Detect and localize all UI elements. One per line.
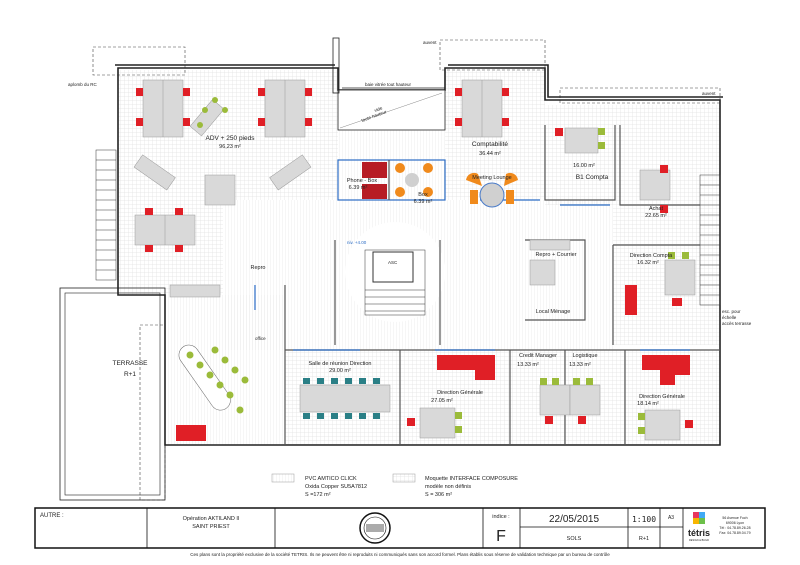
address-line-2: 69006 Lyon <box>726 521 744 525</box>
room-area-achat: 22.65 m² <box>645 213 667 219</box>
company-tagline: DESIGN & BUILD <box>689 539 709 542</box>
room-area-b1-compta: 16.00 m² <box>573 163 595 169</box>
meeting-lounge-furniture <box>395 163 518 208</box>
room-level-terrasse: R+1 <box>124 371 136 378</box>
legend-pvc-line1: PVC AMTICO CLICK <box>305 476 357 482</box>
room-area-adv: 96,23 m² <box>219 144 241 150</box>
indice-value: F <box>496 528 506 545</box>
address-line-4: Fax: 04.78.89.04.79 <box>719 531 750 535</box>
room-area-box: 6.39 m² <box>414 199 433 205</box>
annotation-aplomb: aplomb du RC <box>68 82 98 87</box>
room-label-direction-generale-2: Direction Générale <box>639 394 685 400</box>
drawing-date: 22/05/2015 <box>549 514 599 525</box>
legend-pvc-line3: S =172 m² <box>305 492 331 498</box>
room-label-terrasse: TERRASSE <box>112 360 148 367</box>
operation-name: Opération AKTILAND II <box>183 516 240 522</box>
room-label-phone-box: Phone - Box <box>347 178 378 184</box>
legend-moquette-line3: S = 306 m² <box>425 492 452 498</box>
green-chairs <box>186 97 689 434</box>
annotation-baie: baie vitrée tout hauteur <box>365 82 412 87</box>
desks <box>133 79 696 441</box>
room-area-logistique: 13.33 m² <box>569 362 591 368</box>
room-label-logistique: Logistique <box>572 353 597 359</box>
meeting-room-chairs <box>303 378 380 419</box>
red-chairs-and-storage <box>136 88 693 441</box>
room-area-comptabilite: 36.44 m² <box>479 151 501 157</box>
paper-format: A3 <box>668 515 674 521</box>
autre-label: AUTRE : <box>40 513 64 519</box>
room-label-achat: Achat <box>649 206 664 212</box>
address-line-3: Tél : 04.78.89.26.28 <box>719 526 750 530</box>
palladium-logo <box>359 512 391 544</box>
annotation-vide: vide <box>374 105 384 113</box>
room-label-comptabilite: Comptabilité <box>472 141 509 148</box>
room-area-direction-generale-1: 27.05 m² <box>431 398 453 404</box>
tetris-logo: tétris DESIGN & BUILD <box>688 512 710 542</box>
room-area-direction-generale-2: 18.14 m² <box>637 401 659 407</box>
room-label-b1-compta: B1 Compta <box>576 174 609 181</box>
annotation-esc-1: esc. pour <box>722 309 741 314</box>
room-label-direction-compta: Direction Compta <box>630 253 673 259</box>
annotation-esc-2: échelle <box>722 315 737 320</box>
room-label-credit-manager: Credit Manager <box>519 353 557 359</box>
room-labels: ADV + 250 pieds 96,23 m² Comptabilité 36… <box>112 135 684 407</box>
room-area-salle-reunion: 29.00 m² <box>329 368 351 374</box>
room-label-adv: ADV + 250 pieds <box>206 135 256 142</box>
annotation-niveau: niv. +4.00 <box>347 240 367 245</box>
operation-city: SAINT PRIEST <box>192 524 230 530</box>
legend-swatch-pvc <box>271 473 295 483</box>
room-label-direction-generale-1: Direction Générale <box>437 390 483 396</box>
disclaimer: Ces plans sont la propriété exclusive de… <box>190 552 610 557</box>
legend-swatch-moquette <box>392 473 416 483</box>
room-label-box: Box <box>418 192 428 198</box>
room-label-office: office <box>255 336 266 341</box>
legend-moquette-line1: Moquette INTERFACE COMPOSURE <box>425 476 518 482</box>
legend: PVC AMTICO CLICK Oxida Copper SU5A7812 S… <box>271 473 518 498</box>
legend-moquette-line2: modèle non définis <box>425 484 471 490</box>
company-name: tétris <box>688 528 710 538</box>
sheet-name: SOLS <box>567 536 582 542</box>
stairs <box>95 149 721 316</box>
room-label-repro: Repro <box>251 265 266 271</box>
address-line-1: 56 Avenue Foch <box>722 516 747 520</box>
room-area-phone-box: 6.39 m² <box>349 185 368 191</box>
building-walls <box>59 37 723 501</box>
annotation-asc: ASC <box>388 260 398 265</box>
room-label-local-menage: Local Ménage <box>536 309 571 315</box>
annotation-esc-3: accès terrasse <box>722 321 752 326</box>
room-label-repro-courrier: Repro + Courrier <box>535 252 576 258</box>
room-label-salle-reunion: Salle de réunion Direction <box>309 361 372 367</box>
room-area-direction-compta: 16.32 m² <box>637 260 659 266</box>
indice-label: indice : <box>492 514 510 520</box>
drawing-scale: 1:100 <box>632 515 656 524</box>
room-area-credit-manager: 13.33 m² <box>517 362 539 368</box>
title-block: AUTRE : Opération AKTILAND II SAINT PRIE… <box>34 507 766 557</box>
drawing-level: R+1 <box>639 536 649 542</box>
annotation-auvent-right: auvent <box>702 91 716 96</box>
room-label-meeting-lounge: Meeting Lounge <box>472 175 511 181</box>
legend-pvc-line2: Oxida Copper SU5A7812 <box>305 484 367 490</box>
annotation-auvent-top: auvent <box>423 40 437 45</box>
